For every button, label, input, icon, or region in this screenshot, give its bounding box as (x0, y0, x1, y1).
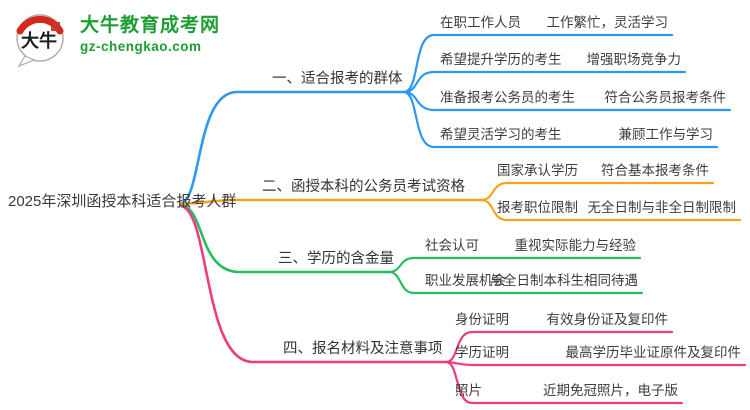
logo-seal (51, 22, 60, 31)
branch-1-child-3-detail[interactable]: 符合公务员报考条件 (604, 90, 727, 105)
branch-3-title[interactable]: 三、学历的含金量 (278, 251, 394, 267)
branch-3-child-1-label[interactable]: 社会认可 (425, 238, 479, 253)
branch-1-child-2-label[interactable]: 希望提升学历的考生 (440, 52, 562, 67)
branch-3-lines (179, 203, 644, 295)
branch-1-child-1-label[interactable]: 在职工作人员 (440, 15, 521, 30)
branch-1-child-2-detail[interactable]: 增强职场竞争力 (586, 52, 682, 67)
branch-1-child-4-detail[interactable]: 兼顾工作与学习 (618, 127, 714, 142)
branch-4-child-3-detail[interactable]: 近期免冠照片，电子版 (543, 383, 678, 398)
site-url: gz-chengkao.com (80, 39, 202, 54)
branch-1-lines (179, 33, 732, 206)
branch-2-child-1-label[interactable]: 国家承认学历 (497, 163, 578, 178)
branch-4-title[interactable]: 四、报名材料及注意事项 (283, 341, 443, 357)
site-name: 大牛教育成考网 (80, 15, 221, 36)
branch-1-child-4-label[interactable]: 希望灵活学习的考生 (440, 127, 562, 142)
branch-3-child-2-detail[interactable]: 与全日制本科生相同待遇 (489, 273, 639, 288)
root-node[interactable]: 2025年深圳函授本科适合报考人群 (8, 193, 237, 210)
logo-icon-text: 大牛 (21, 30, 57, 51)
branch-2-child-2-label[interactable]: 报考职位限制 (497, 200, 578, 215)
branch-1-title[interactable]: 一、适合报考的群体 (272, 71, 403, 87)
branch-4-child-1-label[interactable]: 身份证明 (455, 312, 509, 327)
site-logo: 大牛 大牛教育成考网 gz-chengkao.com (10, 6, 220, 68)
branch-4-lines (179, 204, 747, 405)
branch-3-child-2-label[interactable]: 职业发展机会 (425, 273, 506, 288)
branch-1-child-3-label[interactable]: 准备报考公务员的考生 (440, 90, 575, 105)
branch-4-child-3-label[interactable]: 照片 (455, 383, 482, 398)
branch-3-child-1-detail[interactable]: 重视实际能力与经验 (514, 238, 637, 253)
branch-2-child-1-detail[interactable]: 符合基本报考条件 (601, 163, 709, 178)
bull-logo-icon: 大牛 (16, 14, 64, 68)
branch-1-child-1-detail[interactable]: 工作繁忙，灵活学习 (546, 15, 669, 30)
branch-2-lines (179, 181, 742, 222)
branch-4-child-2-detail[interactable]: 最高学历毕业证原件及复印件 (565, 345, 742, 360)
branch-4-child-1-detail[interactable]: 有效身份证及复印件 (546, 312, 669, 327)
branch-2-title[interactable]: 二、函授本科的公务员考试资格 (262, 179, 465, 195)
branch-2-child-2-detail[interactable]: 无全日制与非全日制限制 (587, 200, 737, 215)
logo-bubble-tail (17, 55, 36, 68)
branch-4-child-2-label[interactable]: 学历证明 (455, 345, 509, 360)
